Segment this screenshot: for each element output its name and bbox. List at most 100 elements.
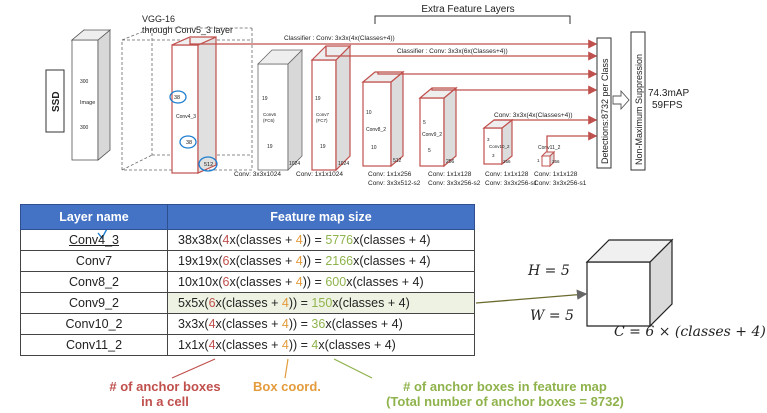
- op-conv11-a: Conv: 1x1x128: [534, 171, 578, 178]
- extra-layers-label: Extra Feature Layers: [421, 4, 514, 15]
- expr-part: x(classes + 4): [346, 275, 424, 289]
- expr-part: 2166: [325, 254, 354, 268]
- conv8-label: Conv8_2: [366, 127, 386, 133]
- expr-part: )) =: [288, 317, 312, 331]
- feature-map-size-cell: 5x5x(6x(classes + 4)) = 150x(classes + 4…: [167, 292, 475, 314]
- conv9-label: Conv9_2: [422, 132, 442, 138]
- caption-line: # of anchor boxes in a cell: [109, 379, 221, 409]
- layer-name-cell: Conv7: [20, 250, 168, 272]
- expr-part: 6: [222, 254, 230, 268]
- expr-part: x(: [215, 338, 226, 352]
- op-conv6: Conv: 3x3x1024: [234, 171, 281, 178]
- expr-part: x(: [198, 296, 209, 310]
- expr-part: classes +: [239, 233, 296, 247]
- conv4-circle-2: [179, 135, 197, 149]
- math-w: W = 5: [530, 308, 574, 324]
- expr-part: x(: [212, 233, 223, 247]
- conv9-dim-2: 5: [428, 148, 431, 154]
- op-conv9-b: Conv: 3x3x256-s2: [428, 180, 481, 187]
- conv7-dim-2: 19: [320, 144, 326, 150]
- layer-name-cell: Conv9_2: [20, 292, 168, 314]
- table-header-row: Layer name Feature map size: [20, 204, 475, 230]
- conv6-label-line: Conv6: [263, 112, 277, 117]
- caption-anchor-boxes-cell: # of anchor boxes in a cell: [95, 379, 235, 409]
- classifier-label-1: Classifier : Conv: 3x3x(4x(Classes+4)): [284, 35, 395, 42]
- conv9-dim-1: 5: [423, 120, 426, 126]
- conv11-block: [540, 150, 556, 168]
- ssd-label-box: [45, 69, 65, 133]
- op-conv10-a: Conv: 1x1x128: [485, 171, 529, 178]
- conv8-dim-1: 10: [366, 110, 372, 116]
- classifier-label-3: Conv: 3x3x(4x(Classes+4)): [494, 112, 573, 119]
- expr-part: 150: [311, 296, 333, 310]
- expr-part: )) =: [302, 254, 326, 268]
- header-layer-name: Layer name: [20, 204, 168, 230]
- expr-part: x(: [198, 338, 209, 352]
- expr-part: x(classes + 4): [332, 296, 410, 310]
- conv10-dim-2: 3: [492, 153, 495, 158]
- nms-box: [630, 31, 646, 171]
- expr-part: )) =: [288, 296, 312, 310]
- expr-part: 1x1: [178, 338, 199, 352]
- layer-name-cell: Conv10_2: [20, 313, 168, 335]
- expr-part: x(classes + 4): [325, 317, 403, 331]
- expr-part: 4: [222, 233, 230, 247]
- expr-part: 4: [281, 296, 289, 310]
- conv4-label: Conv4_3: [176, 114, 196, 120]
- conv6-label: Conv6(FC6): [263, 112, 277, 123]
- feature-map-cube: [585, 238, 674, 328]
- nms-label: Non-Maximum Suppression: [634, 54, 644, 165]
- input-image-block: [70, 29, 112, 161]
- image-dim-1: 300: [80, 79, 89, 85]
- feature-map-size-cell: 1x1x(4x(classes + 4)) = 4x(classes + 4): [167, 334, 475, 356]
- expr-part: 4: [281, 317, 289, 331]
- op-conv8-a: Conv: 1x1x256: [368, 171, 412, 178]
- nms-arrow: [612, 89, 630, 111]
- op-conv10-b: Conv: 3x3x256-s1: [485, 180, 538, 187]
- expr-part: 36: [311, 317, 326, 331]
- caption-line: # of anchor boxes in feature map: [403, 379, 607, 394]
- expr-part: 600: [325, 275, 347, 289]
- expr-part: 5776: [325, 233, 354, 247]
- math-h: H = 5: [528, 263, 570, 279]
- conv11-label: Conv11_2: [538, 145, 561, 151]
- op-conv9-a: Conv: 1x1x128: [428, 171, 472, 178]
- conv6-dim-3: 1024: [289, 161, 300, 167]
- extra-layers-bracket: [374, 15, 571, 24]
- expr-part: x(: [212, 275, 223, 289]
- caption-anchor-boxes-map: # of anchor boxes in feature map (Total …: [360, 379, 650, 409]
- feature-map-size-cell: 38x38x(4x(classes + 4)) = 5776x(classes …: [167, 229, 475, 251]
- expr-part: classes +: [225, 317, 282, 331]
- conv4-dim-3: 512: [204, 162, 213, 168]
- layer-name-cell: Conv8_2: [20, 271, 168, 293]
- op-conv8-b: Conv: 3x3x512-s2: [368, 180, 421, 187]
- conv10-dim-3: 256: [503, 159, 511, 164]
- expr-part: x(: [215, 317, 226, 331]
- caption-line: (Total number of anchor boxes = 8732): [386, 394, 624, 409]
- expr-part: classes +: [225, 338, 282, 352]
- conv6-dim-1: 19: [262, 96, 268, 102]
- conv7-dim-3: 1024: [338, 161, 349, 167]
- expr-part: x(classes + 4): [353, 233, 431, 247]
- conv7-block: [310, 44, 352, 172]
- expr-part: x(: [229, 233, 240, 247]
- header-feature-map-size: Feature map size: [167, 204, 475, 230]
- caption-box-coord: Box coord.: [253, 379, 321, 394]
- vgg-label-2: through Conv5_3 layer: [142, 25, 233, 35]
- conv9-dim-3: 256: [446, 159, 455, 165]
- fps-label: 59FPS: [652, 100, 683, 111]
- expr-part: x(classes + 4): [318, 338, 396, 352]
- conv6-label-line: (FC6): [263, 118, 275, 123]
- layer-name-cell: Conv4_3: [20, 229, 168, 251]
- op-conv7: Conv: 1x1x1024: [296, 171, 343, 178]
- feature-map-size-cell: 19x19x(6x(classes + 4)) = 2166x(classes …: [167, 250, 475, 272]
- expr-part: x(: [212, 254, 223, 268]
- expr-part: 4: [281, 338, 289, 352]
- expr-part: 5x5: [178, 296, 199, 310]
- feature-map-size-cell: 3x3x(4x(classes + 4)) = 36x(classes + 4): [167, 313, 475, 335]
